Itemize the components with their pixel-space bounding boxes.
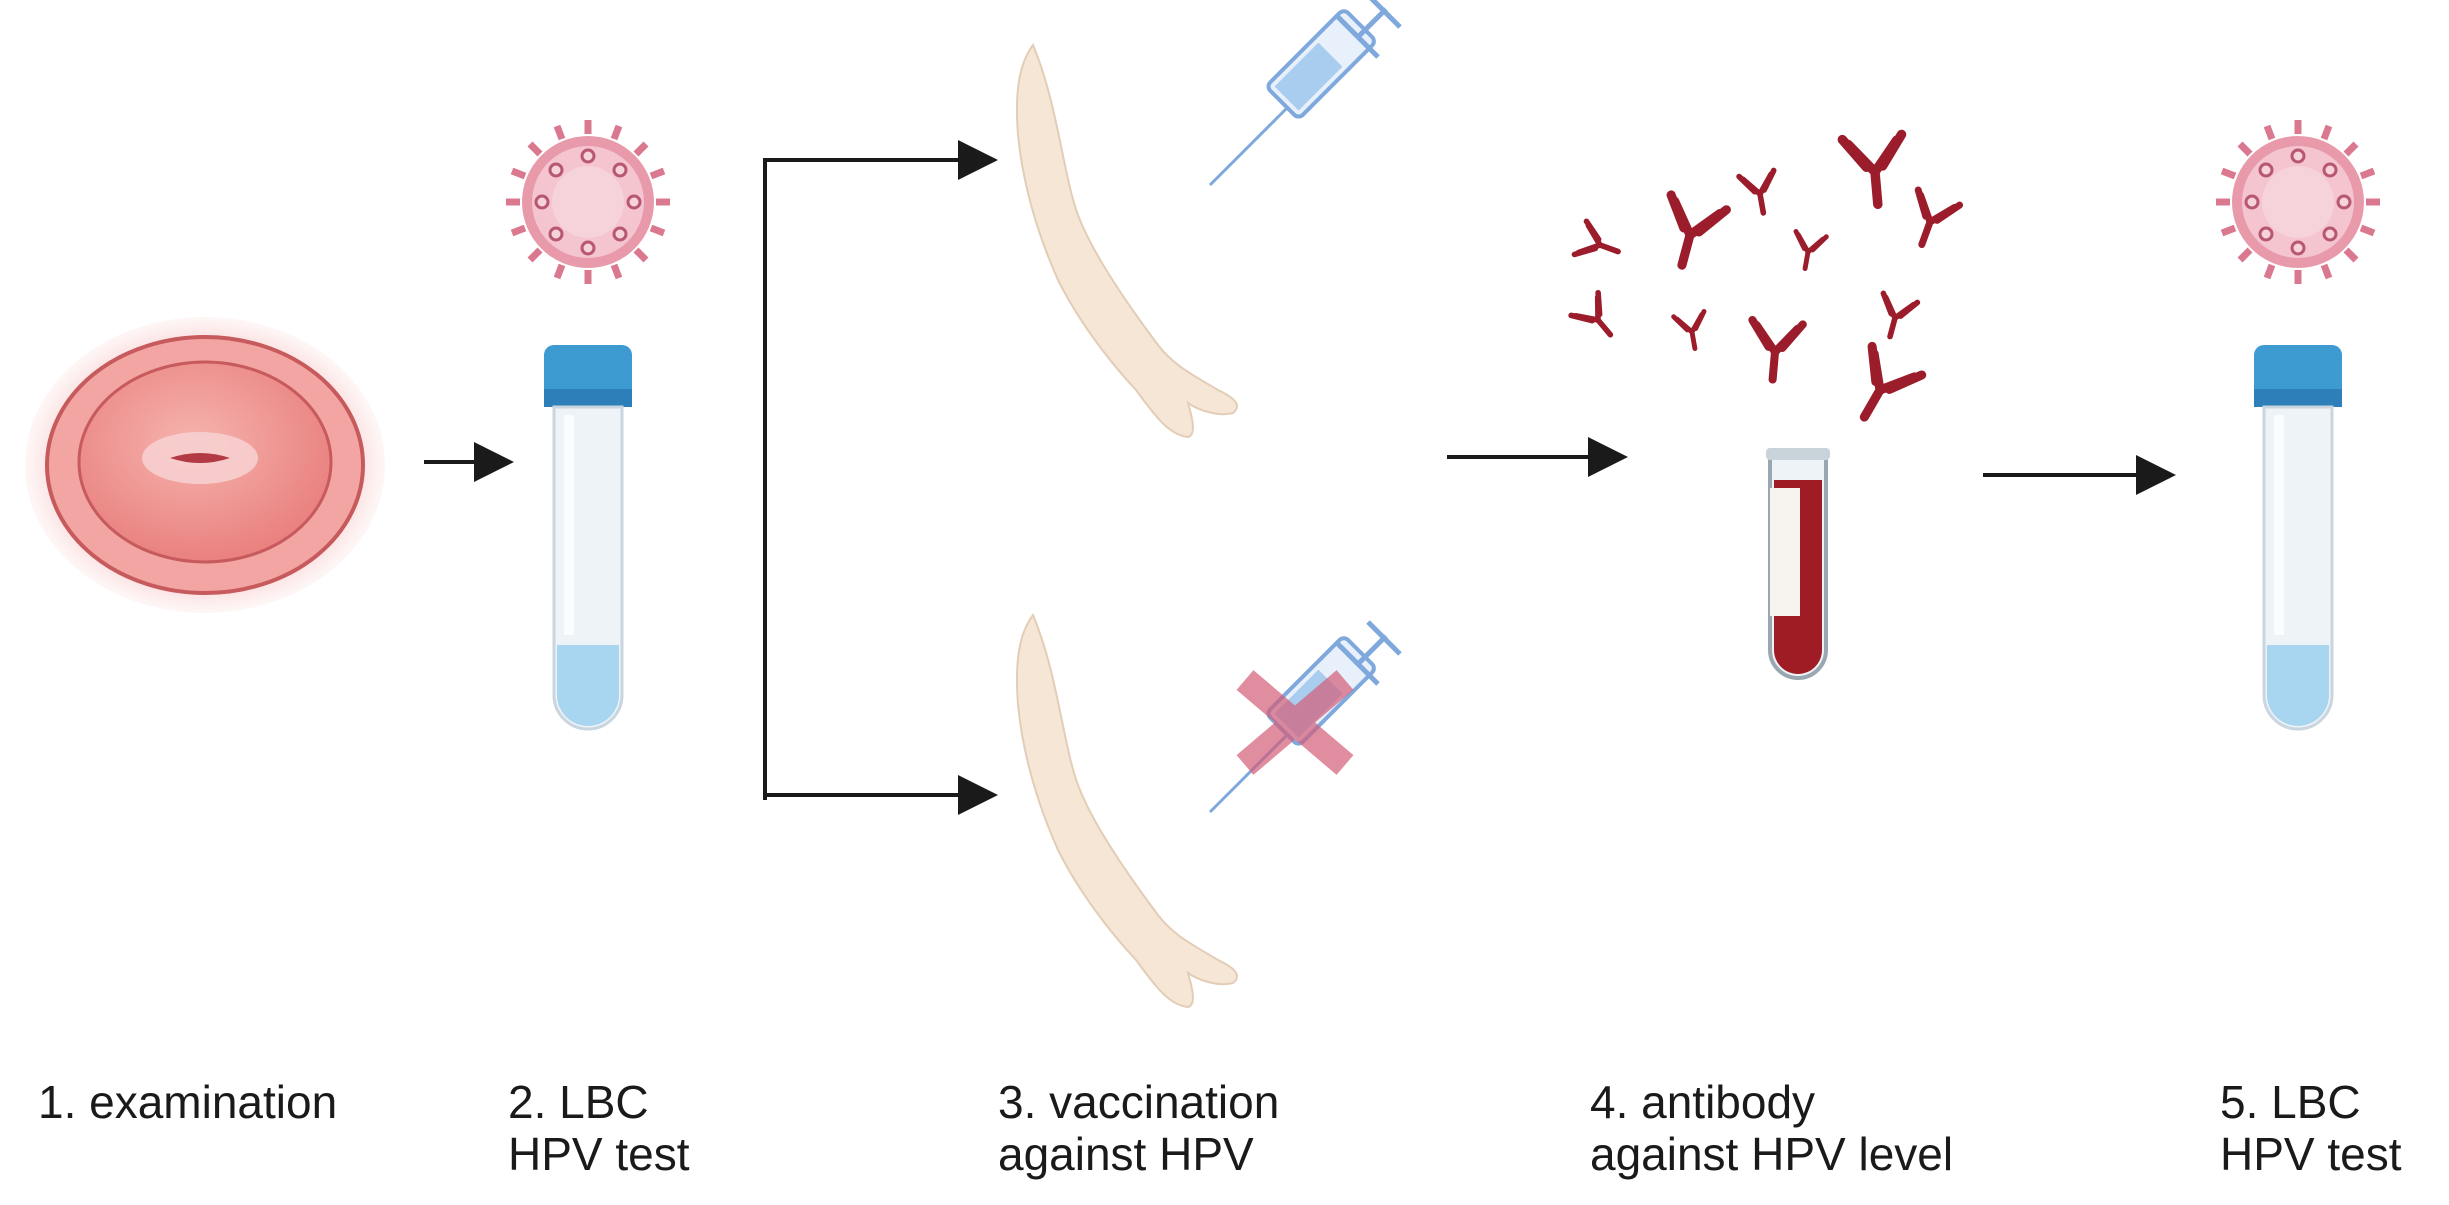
lbc-tube-icon <box>542 343 634 731</box>
step-2-label: 2. LBC HPV test <box>508 1076 690 1180</box>
step-2-line2: HPV test <box>508 1128 690 1180</box>
step-4-line2: against HPV level <box>1590 1128 1954 1180</box>
step-5-line2: HPV test <box>2220 1128 2402 1180</box>
hpv-virus-icon <box>506 120 670 284</box>
blood-tube-icon <box>1766 448 1830 680</box>
step-3-label: 3. vaccination against HPV <box>998 1076 1279 1180</box>
branch-arrows <box>763 140 998 815</box>
antibodies-icon <box>1571 134 1959 431</box>
cross-icon <box>1236 670 1354 775</box>
step-5-line1: 5. LBC <box>2220 1076 2361 1128</box>
arm-vaccinated-icon <box>1015 44 1239 438</box>
step-1-line1: 1. examination <box>38 1076 338 1128</box>
cervix-illustration <box>25 317 385 613</box>
step-2-line1: 2. LBC <box>508 1076 649 1128</box>
step-4-line1: 4. antibody <box>1590 1076 1816 1128</box>
lbc-tube-icon-2 <box>2252 343 2344 731</box>
arm-unvaccinated-icon <box>1015 614 1239 1008</box>
step-5-label: 5. LBC HPV test <box>2220 1076 2402 1180</box>
syringe-icon <box>1210 0 1400 185</box>
step-1-label: 1. examination <box>38 1076 337 1128</box>
hpv-virus-icon-2 <box>2216 120 2380 284</box>
step-4-label: 4. antibody against HPV level <box>1590 1076 1953 1180</box>
step-3-line1: 3. vaccination <box>998 1076 1280 1128</box>
step-3-line2: against HPV <box>998 1128 1254 1180</box>
